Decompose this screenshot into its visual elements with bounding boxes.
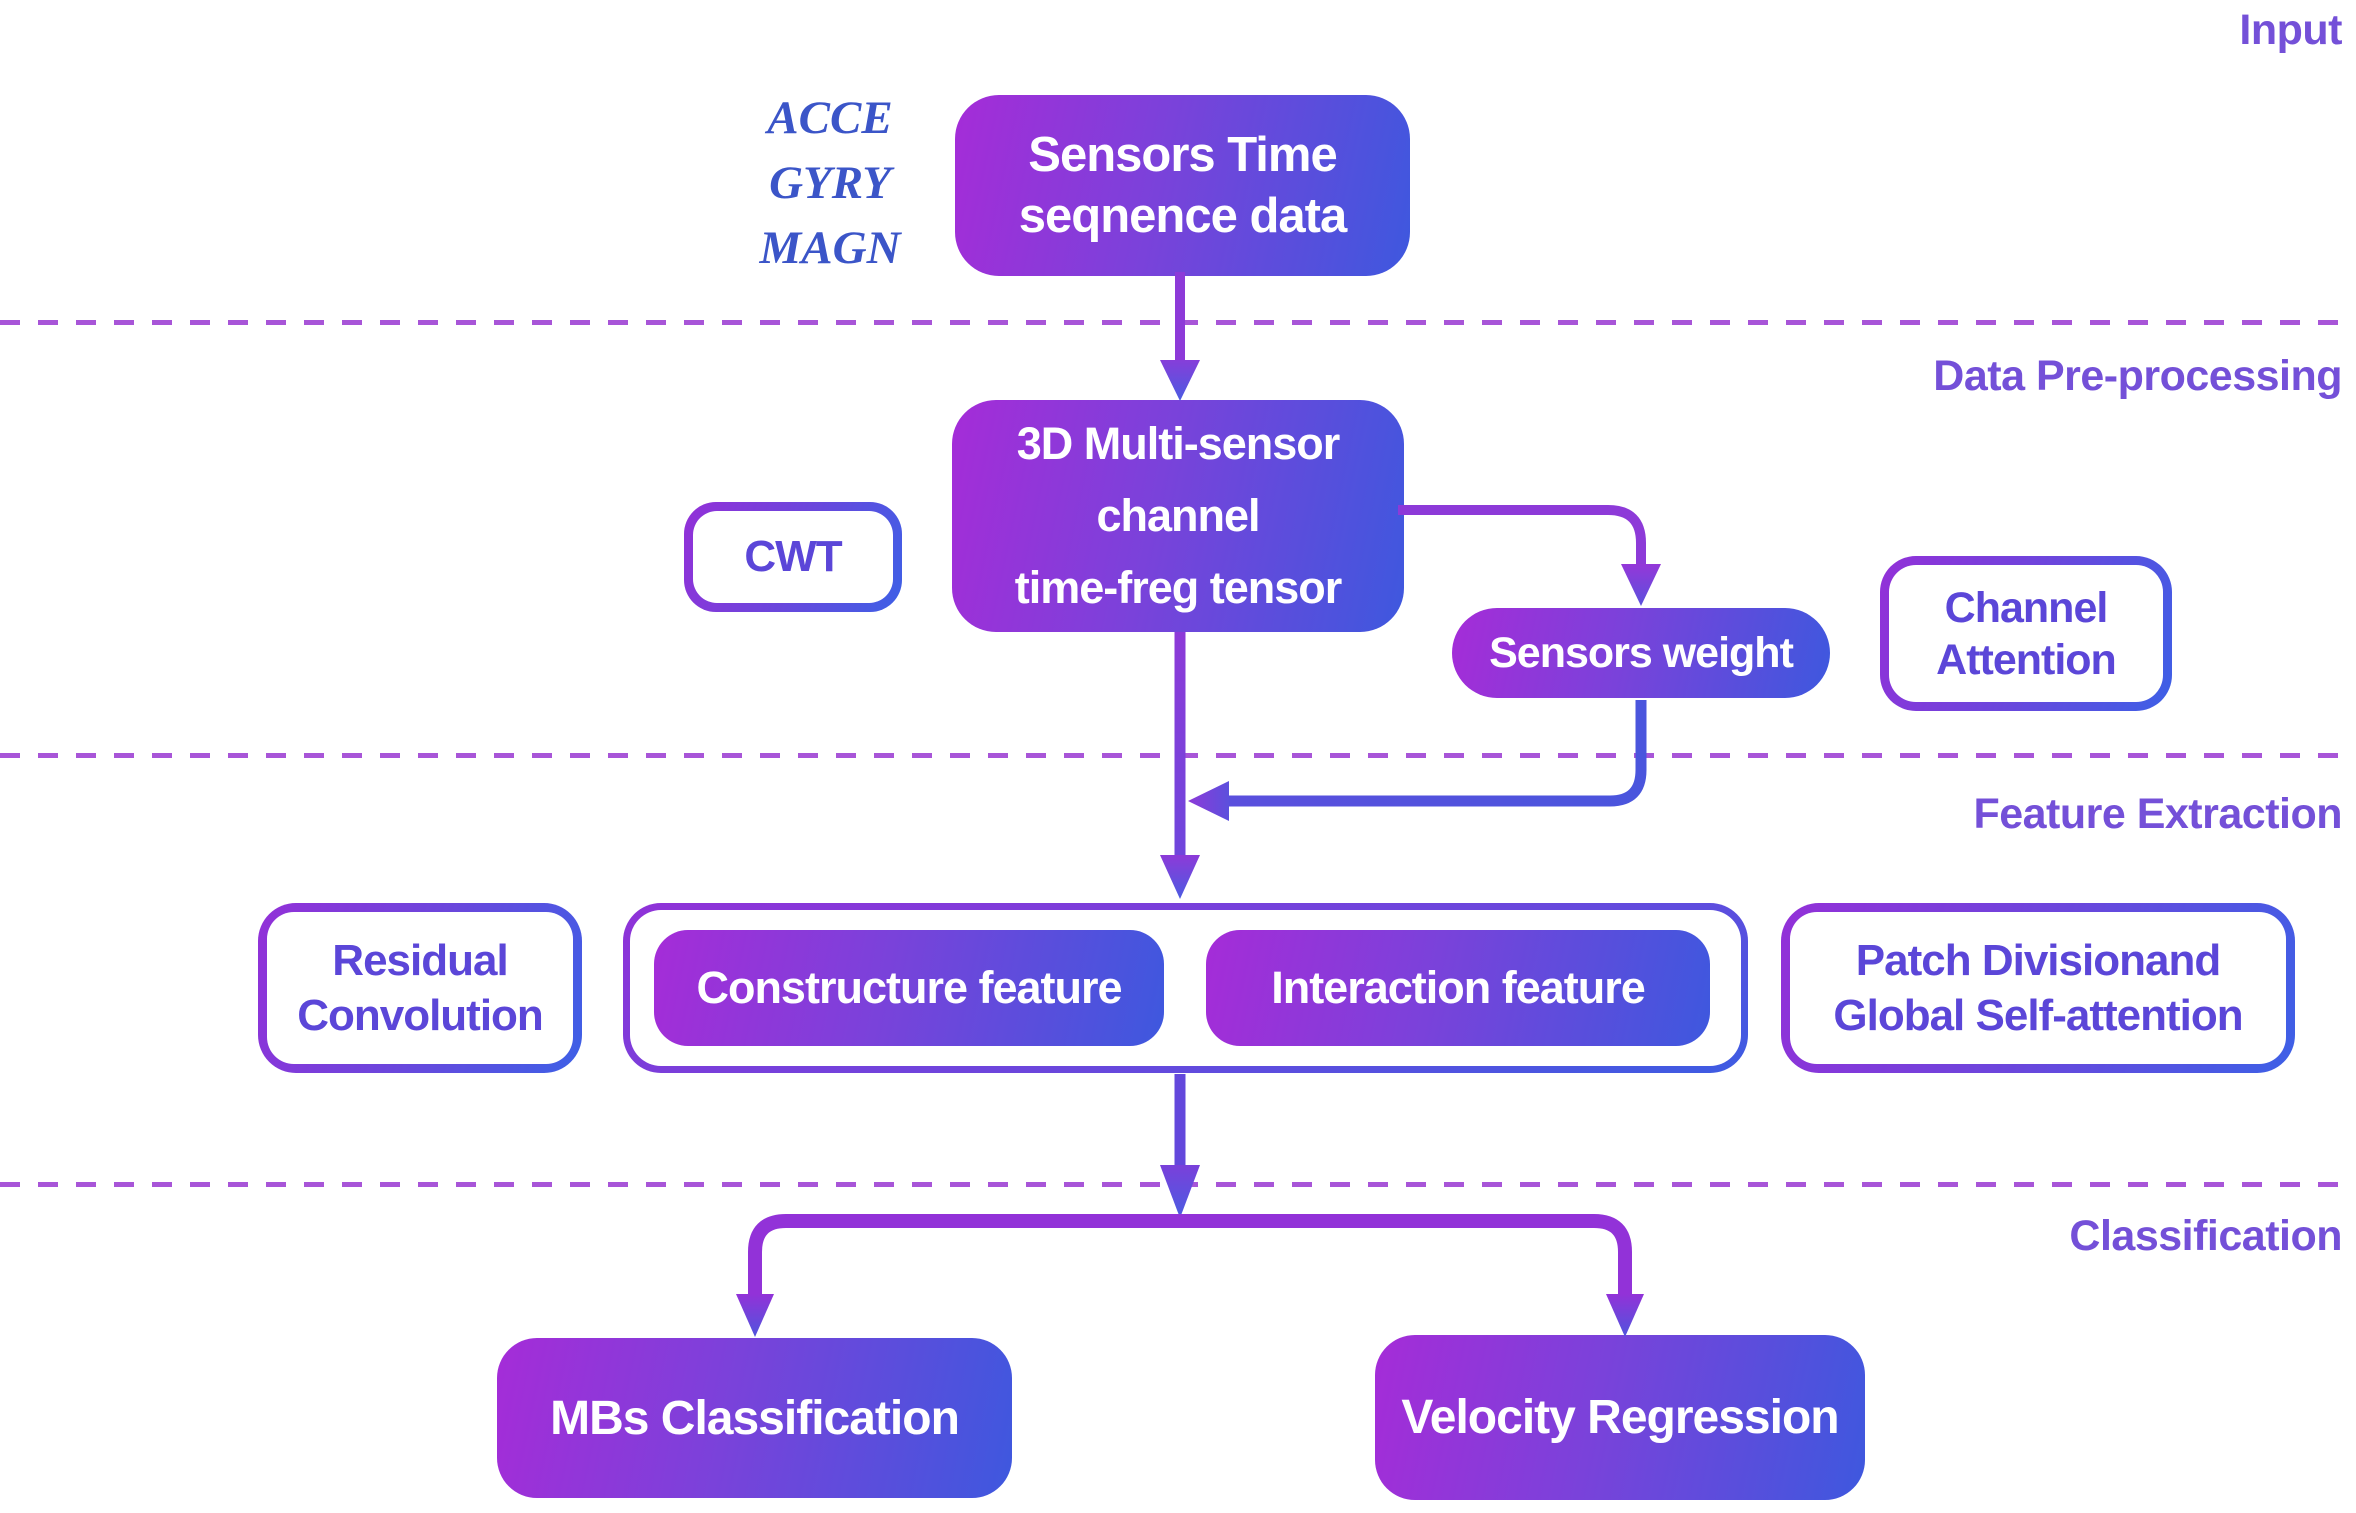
arrowhead-right-branch — [1606, 1294, 1644, 1337]
interaction-feature-box: Interaction feature — [1206, 930, 1710, 1046]
tensor-box-line2: channel — [1096, 490, 1260, 541]
stage-label-input: Input — [2239, 6, 2342, 54]
channel-attention-line2: Attention — [1936, 635, 2117, 684]
constructure-feature-label: Constructure feature — [696, 962, 1122, 1013]
channel-attention-line1: Channel — [1944, 583, 2109, 632]
sensors-time-box-line1: Sensors Time — [1028, 127, 1337, 182]
arrow-tensor-to-features — [1160, 632, 1200, 899]
patch-attention-line1: Patch Divisionand — [1855, 936, 2221, 985]
sensors-time-box-line2: seqnence data — [1018, 188, 1347, 243]
stage-label-feature: Feature Extraction — [1973, 790, 2342, 838]
separator-input-preprocessing — [0, 320, 2356, 325]
mbs-classification-label: MBs Classification — [550, 1391, 960, 1445]
patch-attention-box: Patch Divisionand Global Self-attention — [1781, 903, 2295, 1073]
tensor-box-line1: 3D Multi-sensor — [1016, 418, 1341, 469]
stage-label-classification: Classification — [2069, 1212, 2342, 1260]
sensor-magn-label: MAGN — [759, 222, 901, 274]
residual-convolution-line2: Convolution — [297, 991, 544, 1040]
separator-feature-classification — [0, 1182, 2356, 1187]
cwt-box: CWT — [684, 502, 902, 612]
arrow-features-to-split — [1160, 1074, 1200, 1218]
arrow-weight-feedback — [1188, 700, 1647, 821]
patch-attention-line2: Global Self-attention — [1833, 991, 2243, 1040]
sensor-acce-label: ACCE — [767, 92, 893, 144]
residual-convolution-line1: Residual — [332, 936, 508, 985]
sensors-weight-label: Sensors weight — [1489, 628, 1794, 677]
split-branches — [736, 1214, 1644, 1337]
constructure-feature-box: Constructure feature — [654, 930, 1164, 1046]
sensor-modality-list: ACCE GYRY MAGN — [735, 86, 925, 281]
separator-preprocessing-feature — [0, 753, 2356, 758]
interaction-feature-label: Interaction feature — [1271, 962, 1646, 1013]
arrow-input-to-tensor — [1160, 272, 1200, 401]
sensors-time-box: Sensors Time seqnence data — [955, 95, 1410, 276]
sensor-gyry-label: GYRY — [769, 157, 891, 209]
residual-convolution-box: Residual Convolution — [258, 903, 582, 1073]
velocity-regression-box: Velocity Regression — [1375, 1335, 1865, 1500]
split-bar — [748, 1214, 1632, 1296]
arrowhead-left-branch — [736, 1294, 774, 1337]
cwt-label: CWT — [744, 532, 842, 581]
sensors-weight-box: Sensors weight — [1452, 608, 1830, 698]
mbs-classification-box: MBs Classification — [497, 1338, 1012, 1498]
velocity-regression-label: Velocity Regression — [1401, 1391, 1839, 1444]
channel-attention-box: Channel Attention — [1880, 556, 2172, 711]
tensor-box-line3: time-freg tensor — [1014, 562, 1343, 613]
tensor-box: 3D Multi-sensor channel time-freg tensor — [952, 400, 1404, 632]
stage-label-preprocessing: Data Pre-processing — [1933, 352, 2342, 400]
arrow-tensor-to-weight — [1398, 505, 1661, 606]
